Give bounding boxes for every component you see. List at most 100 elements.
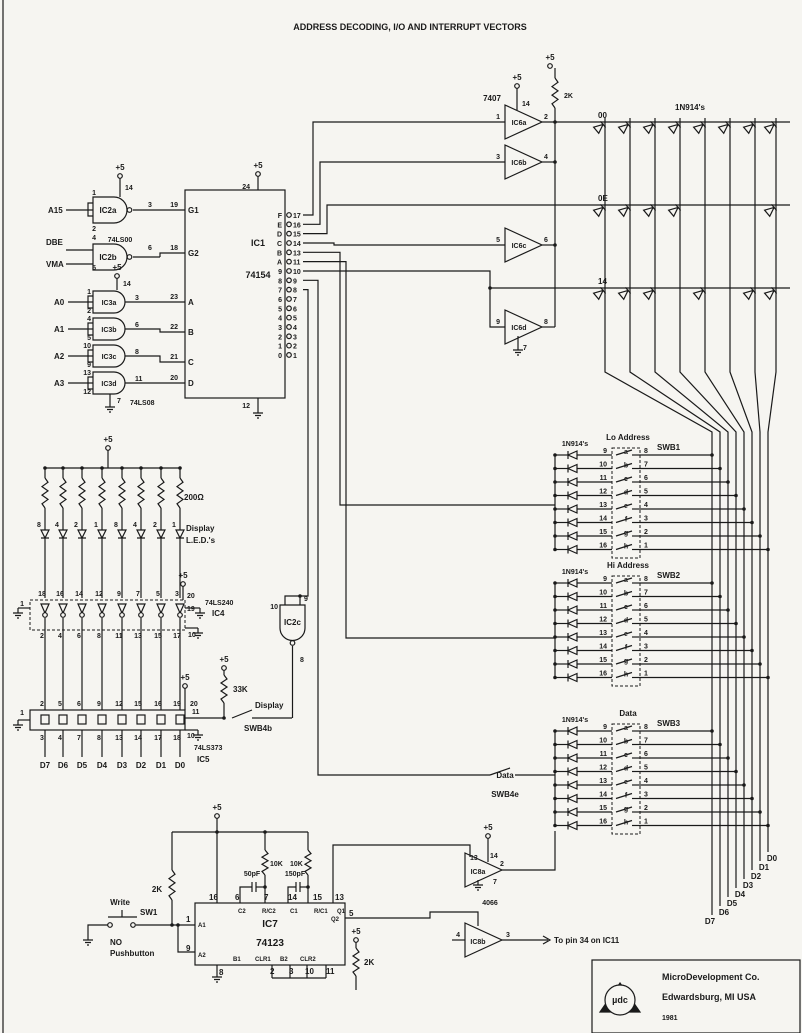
led-weight: 1 — [172, 522, 176, 529]
data-line-label: D3 — [117, 761, 128, 770]
switch-contact-icon[interactable] — [615, 779, 633, 786]
pin-number: 10 — [305, 967, 314, 976]
switch-contact-icon[interactable] — [615, 577, 633, 584]
signal-label: A2 — [54, 352, 65, 361]
switch-letter: a — [624, 577, 628, 584]
vector-line-label: 0E — [598, 194, 608, 203]
switch-contact-icon[interactable] — [615, 806, 633, 813]
junction-dot — [488, 286, 492, 290]
ic7-pin-label: B2 — [280, 957, 288, 963]
diode-icon — [566, 645, 578, 656]
switch-letter: e — [624, 779, 628, 786]
switch-icon[interactable] — [489, 767, 511, 776]
diode-icon — [566, 753, 578, 763]
switch-contact-icon[interactable] — [615, 725, 633, 732]
switch-contact-icon[interactable] — [615, 631, 633, 638]
diode-icon — [592, 120, 607, 135]
pin-number: 3 — [496, 154, 500, 161]
switch-bank-title: Data — [619, 709, 637, 718]
pin-number: 19 — [170, 202, 178, 209]
diode-icon — [692, 286, 707, 301]
junction-dot — [553, 594, 557, 599]
power-label: +5 — [178, 571, 188, 580]
switch-contact-icon[interactable] — [615, 765, 633, 773]
switch-contact-icon[interactable] — [615, 658, 633, 665]
switch-contact-icon[interactable] — [615, 738, 633, 746]
pin-number: 7 — [117, 398, 121, 405]
page-title: ADDRESS DECODING, I/O AND INTERRUPT VECT… — [293, 22, 527, 32]
switch-name: SW1 — [140, 908, 158, 917]
terminal-icon — [221, 665, 227, 671]
terminal-icon — [286, 333, 292, 340]
switch-contact-icon[interactable] — [615, 644, 633, 652]
pin-number: 8 — [219, 968, 224, 977]
switch-contact-icon[interactable] — [615, 516, 633, 524]
diode-icon — [642, 120, 657, 135]
switch-contact-icon[interactable] — [615, 462, 633, 470]
ic1-output-label: 0 — [278, 353, 282, 360]
vector-line-label: 00 — [598, 111, 607, 120]
switch-contact-icon[interactable] — [615, 530, 633, 537]
pin-number: 19 — [187, 606, 195, 613]
switch-contact-icon[interactable] — [615, 617, 633, 625]
pin-number: 18 — [173, 735, 181, 742]
junction-dot — [553, 756, 557, 760]
junction-dot — [553, 621, 557, 626]
ic1-input-label: D — [188, 379, 194, 388]
switch-letter: g — [624, 658, 628, 665]
dip-switch-body — [611, 723, 641, 835]
ic3-and-gate — [92, 344, 126, 368]
pin-number: 2 — [644, 657, 648, 664]
switch-contact-icon[interactable] — [615, 476, 633, 483]
terminal-icon — [286, 230, 292, 237]
junction-dot — [734, 621, 738, 626]
led-icon — [97, 529, 107, 540]
switch-contact-icon[interactable] — [615, 489, 633, 497]
junction-dot — [742, 507, 746, 511]
switch-contact-icon[interactable] — [615, 503, 633, 510]
wire — [502, 831, 556, 871]
switch-icon[interactable] — [231, 709, 253, 719]
switch-contact-icon[interactable] — [615, 449, 633, 456]
switch-contact-icon[interactable] — [615, 752, 633, 759]
switch-contact-icon[interactable] — [615, 819, 633, 827]
pin-number: 10 — [187, 733, 195, 740]
diode-icon — [566, 517, 578, 528]
junction-dot — [710, 581, 714, 585]
ic7-pin-label: CLR1 — [255, 957, 271, 963]
terminal-icon — [286, 240, 292, 246]
ic7-pin-label: C1 — [290, 909, 298, 915]
junction-dot — [553, 810, 557, 814]
junction-dot — [553, 675, 557, 680]
pin-number: 14 — [75, 591, 83, 598]
switch-contact-icon[interactable] — [615, 604, 633, 611]
pin-number: 7 — [77, 735, 81, 742]
wire — [303, 121, 505, 216]
ic6-buffer — [504, 104, 544, 140]
pin-number: 4 — [293, 325, 297, 332]
switch-letter: a — [624, 725, 628, 732]
ic5-body — [29, 709, 186, 731]
pin-number: 10 — [188, 632, 196, 639]
data-line-label: D2 — [136, 761, 147, 770]
pin-number: 12 — [95, 591, 103, 598]
pin-number: 20 — [187, 593, 195, 600]
terminal-icon — [286, 258, 292, 265]
switch-contact-icon[interactable] — [615, 671, 633, 679]
ic1-output-label: 6 — [278, 297, 282, 304]
switch-contact-icon[interactable] — [615, 590, 633, 598]
diode-icon — [763, 203, 778, 218]
ic6-buffer-name: IC6d — [511, 325, 526, 332]
junction-dot — [553, 769, 557, 774]
ic3-part: 74LS08 — [130, 400, 155, 407]
junction-dot — [263, 830, 267, 834]
switch-contact-icon[interactable] — [615, 543, 633, 551]
pin-number: 3 — [289, 967, 294, 976]
switch-contact-icon[interactable] — [615, 792, 633, 800]
diode-icon — [566, 618, 578, 629]
pin-number: 13 — [115, 735, 123, 742]
junction-dot — [298, 594, 302, 598]
data-bus-label: D1 — [759, 863, 770, 872]
switch-letter: d — [624, 618, 628, 625]
inverter-icon — [40, 603, 50, 615]
